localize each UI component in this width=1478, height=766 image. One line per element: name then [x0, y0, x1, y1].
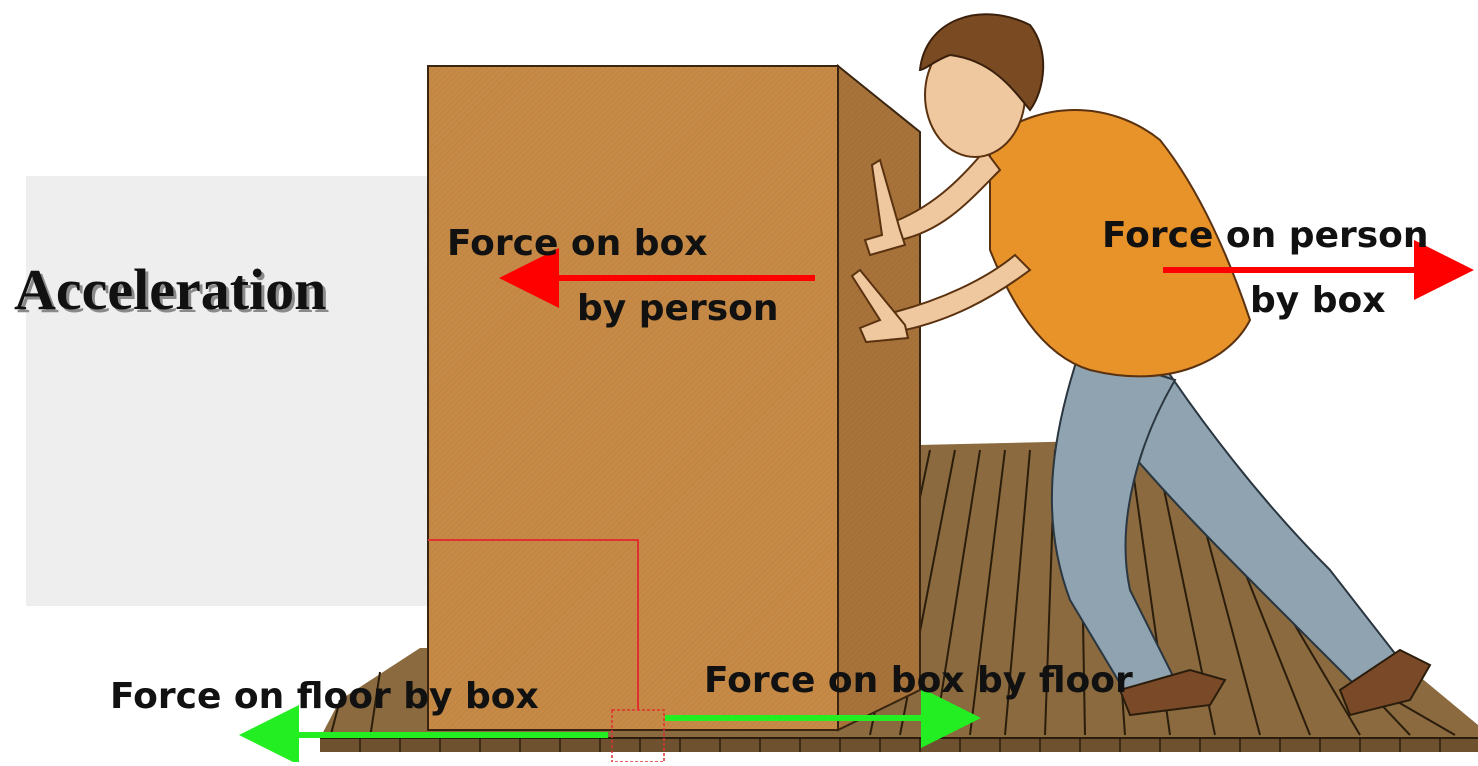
diagram-title: Acceleration [14, 256, 326, 323]
label-force-on-person-by-box-line1: Force on person [1102, 215, 1429, 256]
label-force-on-box-by-person-line2: by person [577, 288, 779, 329]
label-force-on-person-by-box-line2: by box [1250, 280, 1386, 321]
background-panel [26, 176, 438, 606]
label-force-on-box-by-person-line1: Force on box [447, 223, 708, 264]
label-force-on-floor-by-box: Force on floor by box [110, 676, 539, 717]
box [428, 66, 920, 730]
label-force-on-box-by-floor: Force on box by floor [704, 660, 1133, 701]
